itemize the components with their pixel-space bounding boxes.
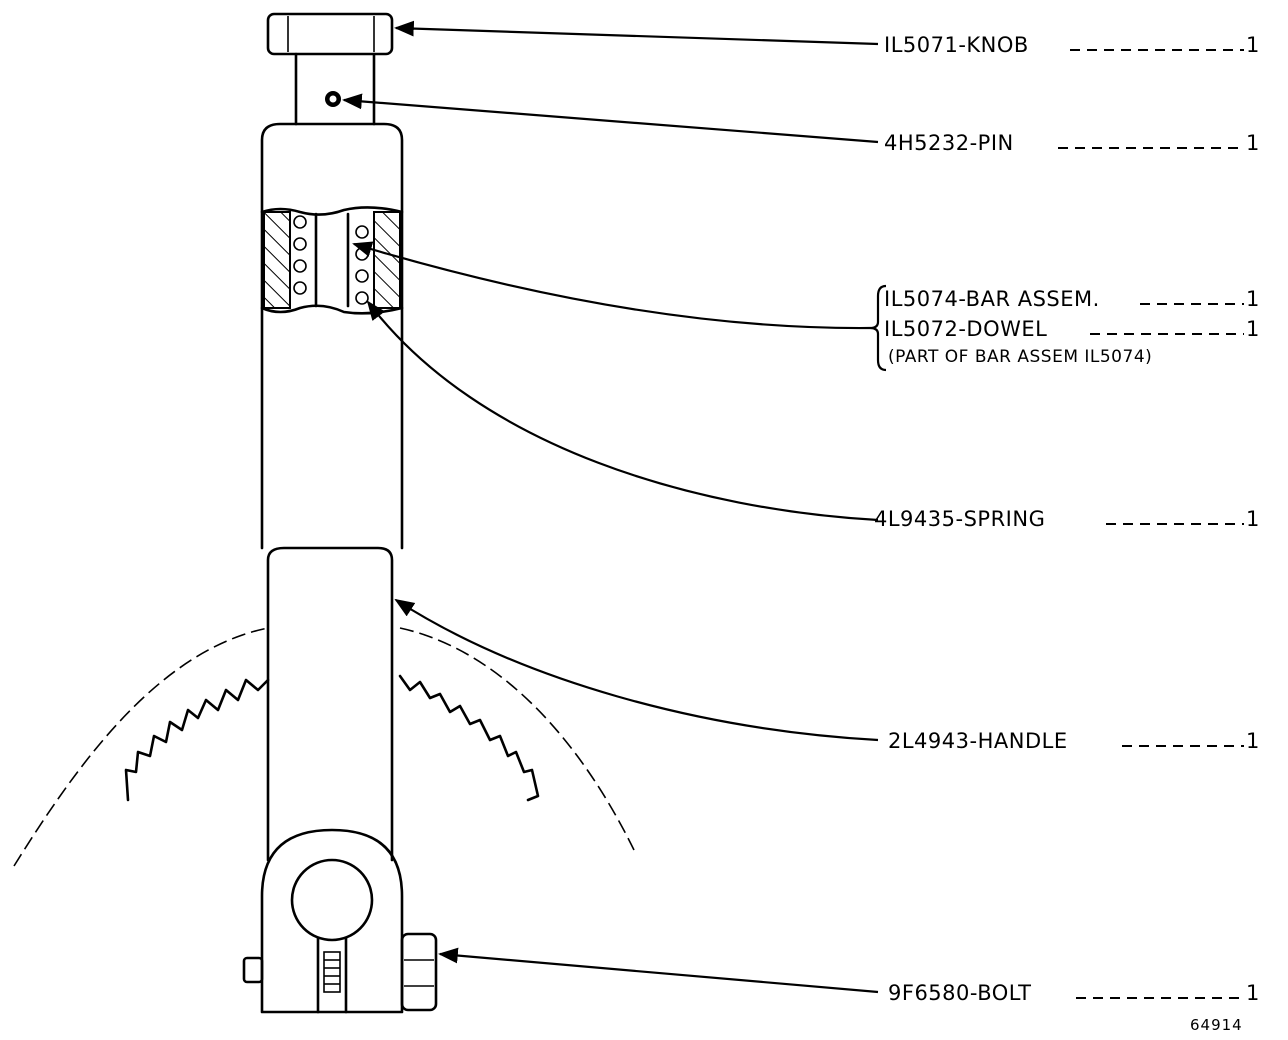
leader-pin (342, 93, 879, 144)
callout-dowel: IL5072-DOWEL (884, 317, 1047, 341)
leader-spring (366, 300, 879, 522)
callout-pin: 4H5232-PIN (884, 131, 1014, 155)
segment-teeth-right (398, 674, 540, 802)
leader-lines (342, 20, 879, 994)
callouts: IL5071-KNOB 1 4H5232-PIN 1 IL5074-BAR AS… (874, 33, 1260, 1034)
pin (325, 91, 341, 107)
handle (266, 546, 394, 862)
leader-handle (394, 598, 879, 742)
ratchet-segment (13, 627, 635, 867)
bar-section-cutaway (260, 206, 404, 315)
callout-dowel-note: (PART OF BAR ASSEM IL5074) (888, 347, 1152, 367)
qty-knob: 1 (1246, 33, 1260, 57)
knob (266, 12, 394, 126)
qty-bar-assem: 1 (1246, 287, 1260, 311)
qty-spring: 1 (1246, 507, 1260, 531)
leader-bar-assem (352, 241, 871, 330)
callout-bolt: 9F6580-BOLT (888, 981, 1031, 1005)
callout-knob: IL5071-KNOB (884, 33, 1029, 57)
qty-pin: 1 (1246, 131, 1260, 155)
spring-coils-right (355, 225, 369, 305)
callout-bracket (869, 284, 887, 372)
callout-bar-assem: IL5074-BAR ASSEM. (884, 287, 1100, 311)
spring-coils-left (293, 215, 307, 295)
qty-dowel: 1 (1246, 317, 1260, 341)
segment-teeth-left (124, 678, 270, 802)
bar-body (260, 122, 404, 550)
callout-spring: 4L9435-SPRING (874, 507, 1045, 531)
qty-bolt: 1 (1246, 981, 1260, 1005)
clamp-end (260, 828, 404, 1014)
callout-handle: 2L4943-HANDLE (888, 729, 1068, 753)
figure-number: 64914 (1190, 1016, 1243, 1034)
leader-knob (394, 20, 879, 46)
bolt (242, 932, 438, 1012)
qty-handle: 1 (1246, 729, 1260, 753)
leader-bolt (438, 947, 879, 994)
